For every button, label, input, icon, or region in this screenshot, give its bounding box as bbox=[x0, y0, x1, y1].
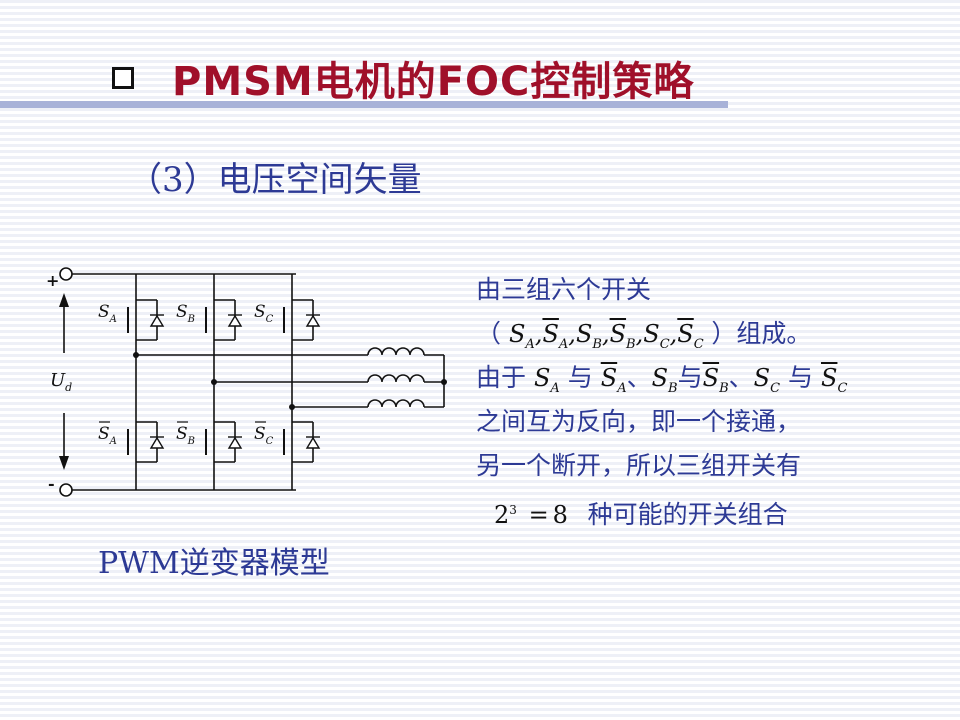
switch-label-upper-c: SC bbox=[254, 302, 274, 325]
desc-line-3: 由于 SA 与 SA、SB与SB、SC 与 SC bbox=[476, 363, 848, 396]
desc-line-5: 另一个断开，所以三组开关有 bbox=[476, 451, 802, 480]
switch-label-lower-c: SC bbox=[254, 424, 274, 447]
diode-icon bbox=[149, 314, 165, 327]
combination-equation: 23 =8 bbox=[494, 501, 568, 529]
switch-list-math: SA,SA,SB,SB,SC,SC bbox=[508, 320, 704, 352]
dc-voltage-label: Ud bbox=[50, 370, 72, 394]
junction-dot bbox=[211, 379, 217, 385]
switch-label-upper-a: SA bbox=[98, 302, 117, 325]
switch-label-upper-b: SB bbox=[176, 302, 195, 325]
diode-icon bbox=[305, 314, 321, 327]
junction-dot bbox=[441, 379, 447, 385]
diode-icon bbox=[149, 436, 165, 449]
title-row: PMSM电机的FOC控制策略 bbox=[112, 48, 694, 108]
diode-icon bbox=[227, 314, 243, 327]
junction-dot bbox=[133, 352, 139, 358]
desc-line-2: （ SA,SA,SB,SB,SC,SC ）组成。 bbox=[476, 319, 812, 352]
negative-terminal bbox=[59, 483, 73, 497]
diode-icon bbox=[227, 436, 243, 449]
title-underline bbox=[0, 101, 728, 108]
slide-subtitle: （3）电压空间矢量 bbox=[128, 160, 422, 200]
junction-dot bbox=[289, 404, 295, 410]
slide-title: PMSM电机的FOC控制策略 bbox=[172, 59, 695, 105]
desc-line-6: 23 =8 种可能的开关组合 bbox=[494, 500, 788, 529]
description-text: 由三组六个开关 （ SA,SA,SB,SB,SC,SC ）组成。 由于 SA 与… bbox=[476, 268, 936, 532]
minus-sign: - bbox=[48, 474, 55, 493]
pwm-inverter-circuit: + - Ud SA SB SC SA SB SC bbox=[46, 267, 447, 497]
desc-line-4: 之间互为反向，即一个接通， bbox=[476, 407, 802, 436]
circuit-caption: PWM逆变器模型 bbox=[98, 546, 330, 581]
desc-line-1: 由三组六个开关 bbox=[476, 275, 652, 304]
switch-label-lower-a: SA bbox=[98, 424, 117, 447]
checkbox-square-icon bbox=[112, 67, 134, 89]
plus-sign: + bbox=[46, 271, 59, 290]
switch-label-lower-b: SB bbox=[176, 424, 195, 447]
diode-icon bbox=[305, 436, 321, 449]
positive-terminal bbox=[59, 267, 73, 281]
